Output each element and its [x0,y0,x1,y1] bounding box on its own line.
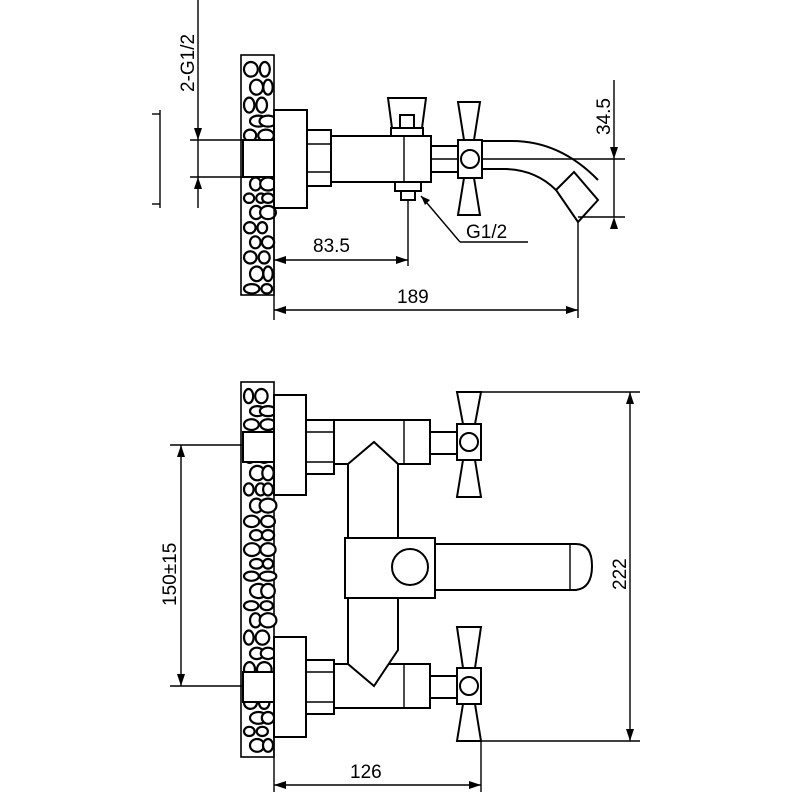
upper-inlet-stub [242,431,275,463]
wall-stone [242,220,257,235]
cross-handle-lower [429,626,483,742]
wall-stone [242,282,261,295]
label-depth: 126 [350,762,382,783]
wall-stone [259,600,274,612]
cross-handle-side [456,101,483,216]
dim-outlet-offset: 83.5 [273,200,409,320]
wall-stone [256,220,269,235]
wall-stone [255,725,269,738]
wall-stone [260,282,274,295]
label-center-distance: 150±15 [160,543,181,606]
label-outlet-thread: G1/2 [466,222,507,243]
inlet-stub [242,139,275,178]
wall-stone [255,96,269,114]
wall-stone [254,629,271,646]
wall-stone [261,557,275,570]
label-overall-depth: 189 [397,287,429,308]
wall-stone [242,387,255,405]
wall-stone [242,482,255,497]
label-outlet-offset: 83.5 [313,236,350,257]
dim-inlet-pair: 2-G1/2 [152,0,274,208]
wall-flange [273,109,308,209]
wall-stone [259,542,277,558]
dim-overall-height: 222 [481,391,640,742]
wall-stone [260,514,277,529]
dim-depth: 126 [273,737,482,792]
wall-stone [242,192,256,204]
dim-overall-depth: 189 [274,222,579,318]
label-spout-height: 34.5 [594,98,615,135]
wall-stone [248,235,262,250]
side-view: 2-G1/2 34.5 G1/2 83.5 [152,0,625,320]
wall-stone [259,204,278,221]
wall-stone [261,737,275,753]
wall-stone [242,514,261,529]
wall-stone [261,192,275,204]
lower-wall-flange [273,636,307,738]
central-block [344,537,436,599]
wall-stone [242,250,258,265]
wall-stone [262,482,275,497]
wall-stone [260,582,276,600]
bath-spout-side [482,140,600,224]
wall-stone [262,265,274,283]
wall-stone [254,387,269,405]
label-overall-height: 222 [610,558,631,590]
wall-stone [260,529,276,542]
wall-stone [248,557,265,570]
wall-stone [242,542,262,558]
wall-stone [242,60,259,78]
shower-outlet [394,181,422,201]
wall-stone [261,464,275,482]
wall-stone [242,418,260,432]
wall-stone [248,78,265,96]
wall-stone [258,497,278,514]
wall-stone [257,250,271,265]
dim-spout-height: 34.5 [482,80,625,229]
wall-stone [262,78,274,96]
cross-handle-upper [429,391,483,498]
wall-stone [258,570,278,582]
label-inlet-pair: 2-G1/2 [178,34,199,92]
callout-outlet-thread: G1/2 [420,195,528,243]
upper-wall-flange [273,394,307,496]
wall-stone [248,529,264,542]
wall-stone [242,629,255,646]
wall-stone [242,600,260,612]
wall-stone [242,725,256,738]
wall-stone [260,235,276,250]
wall-stone [242,570,260,582]
upper-hex-nut [305,419,335,475]
bath-spout-front [434,543,594,591]
wall-stone [242,96,256,114]
mixer-body [330,135,432,183]
lower-inlet-stub [242,671,275,703]
wall-stone [248,265,265,283]
diverter-knob [386,97,428,137]
wall-stone [260,710,276,725]
dim-center-distance: 150±15 [160,444,243,687]
hex-nut [306,129,332,187]
front-view: 150±15 222 126 [160,381,640,792]
wall-stone [258,60,271,78]
lower-hex-nut [305,659,335,715]
wall-stone [258,612,278,629]
